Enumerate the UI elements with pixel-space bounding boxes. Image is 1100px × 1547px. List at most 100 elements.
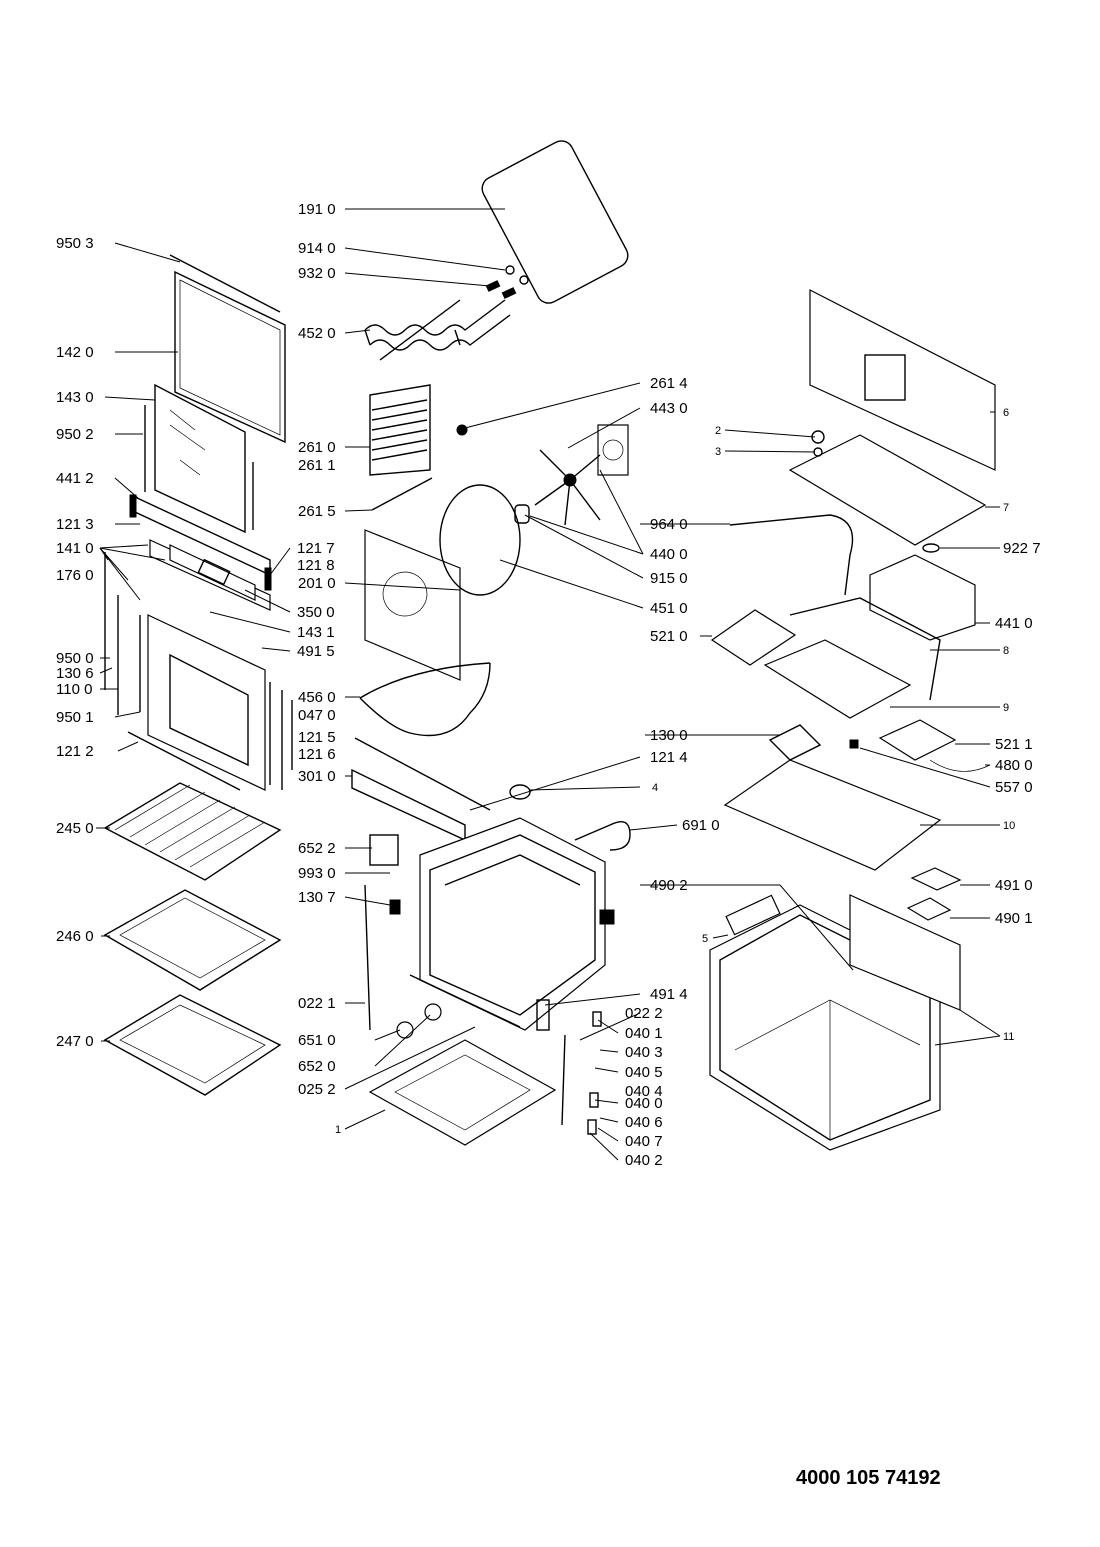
label-047-0: 047 0 — [298, 707, 336, 724]
thermostat-part — [389, 899, 401, 915]
label-130-0: 130 0 — [650, 727, 688, 744]
fan-nut — [456, 424, 468, 436]
label-11: 11 — [1003, 1031, 1014, 1043]
nut-part — [505, 265, 515, 275]
control-end-cap — [129, 494, 137, 518]
label-121-4: 121 4 — [650, 749, 688, 766]
label-922-7: 922 7 — [1003, 540, 1041, 557]
label-691-0: 691 0 — [682, 817, 720, 834]
lamp-housing — [369, 834, 399, 866]
label-130-7: 130 7 — [298, 889, 336, 906]
door-hinge — [574, 821, 631, 851]
sensor-wire — [929, 759, 991, 772]
label-110-0: 110 0 — [56, 681, 92, 698]
control-bracket — [789, 597, 941, 701]
label-121-6: 121 6 — [298, 746, 336, 763]
label-491-4: 491 4 — [650, 986, 688, 1003]
label-121-3: 121 3 — [56, 516, 94, 533]
back-panel — [364, 529, 461, 681]
label-3: 3 — [715, 446, 721, 458]
wire-tube — [729, 514, 854, 596]
thermal-fuse — [768, 724, 822, 761]
lower-bracket — [351, 768, 466, 842]
trim-strip-top — [169, 254, 281, 313]
lamp-cover — [509, 784, 531, 800]
label-040-7: 040 7 — [625, 1133, 663, 1150]
label-040-1: 040 1 — [625, 1025, 663, 1042]
label-491-0: 491 0 — [995, 877, 1033, 894]
label-201-0: 201 0 — [298, 575, 336, 592]
label-040-4: 040 4 — [625, 1083, 663, 1100]
clip-part — [592, 1011, 602, 1027]
label-040-2: 040 2 — [625, 1152, 663, 1169]
label-143-1: 143 1 — [297, 624, 335, 641]
label-5: 5 — [702, 933, 708, 945]
switch-part — [536, 999, 550, 1031]
label-7: 7 — [1003, 502, 1009, 514]
screw-part-2 — [501, 287, 517, 299]
main-board — [710, 609, 797, 666]
label-950-2: 950 2 — [56, 426, 94, 443]
shield-plate — [763, 639, 912, 719]
label-964-0: 964 0 — [650, 516, 688, 533]
label-141-0: 141 0 — [56, 540, 94, 557]
sensor-part — [849, 739, 859, 749]
washer-part — [922, 543, 940, 553]
part-drawings — [103, 140, 996, 1151]
fan-blade — [534, 449, 601, 526]
label-350-0: 350 0 — [297, 604, 335, 621]
label-993-0: 993 0 — [298, 865, 336, 882]
label-932-0: 932 0 — [298, 265, 336, 282]
label-443-0: 443 0 — [650, 400, 688, 417]
wire-rack — [103, 782, 282, 881]
fan-motor — [597, 424, 629, 476]
oven-cavity — [419, 817, 615, 1031]
label-245-0: 245 0 — [56, 820, 94, 837]
label-557-0: 557 0 — [995, 779, 1033, 796]
label-6: 6 — [1003, 407, 1009, 419]
label-142-0: 142 0 — [56, 344, 94, 361]
terminal-block — [910, 867, 962, 891]
label-950-1: 950 1 — [56, 709, 94, 726]
screw-part — [485, 280, 501, 292]
label-121-8: 121 8 — [297, 557, 335, 574]
label-2: 2 — [715, 425, 721, 437]
label-143-0: 143 0 — [56, 389, 94, 406]
label-261-4: 261 4 — [650, 375, 688, 392]
label-121-2: 121 2 — [56, 743, 94, 760]
label-301-0: 301 0 — [298, 768, 336, 785]
side-rail-right — [561, 1034, 566, 1126]
label-456-0: 456 0 — [298, 689, 336, 706]
label-950-3: 950 3 — [56, 235, 94, 252]
door-bottom-strip — [127, 731, 241, 791]
door-gasket — [481, 140, 629, 304]
label-040-3: 040 3 — [625, 1044, 663, 1061]
cable-duct — [725, 894, 781, 936]
grill-element — [364, 299, 511, 361]
label-480-0: 480 0 — [995, 757, 1033, 774]
side-shelf-support — [369, 384, 431, 476]
insulation-plate — [723, 759, 942, 871]
bottom-tray — [368, 1039, 557, 1146]
baking-tray — [103, 889, 282, 991]
deep-tray — [103, 994, 282, 1096]
label-176-0: 176 0 — [56, 567, 94, 584]
label-441-0: 441 0 — [995, 615, 1033, 632]
label-247-0: 247 0 — [56, 1033, 94, 1050]
label-652-0: 652 0 — [298, 1058, 336, 1075]
relay-box — [878, 719, 957, 761]
label-440-0: 440 0 — [650, 546, 688, 563]
label-261-0: 261 0 — [298, 439, 336, 456]
label-451-0: 451 0 — [650, 600, 688, 617]
label-441-2: 441 2 — [56, 470, 94, 487]
control-board — [169, 544, 256, 601]
shelf-rail — [371, 477, 433, 511]
label-261-1: 261 1 — [298, 457, 336, 474]
label-261-5: 261 5 — [298, 503, 336, 520]
lower-heater — [359, 662, 491, 737]
door-window — [169, 653, 249, 767]
rear-frame-grill — [864, 354, 906, 401]
label-4: 4 — [652, 782, 658, 794]
outer-glass — [174, 270, 286, 444]
